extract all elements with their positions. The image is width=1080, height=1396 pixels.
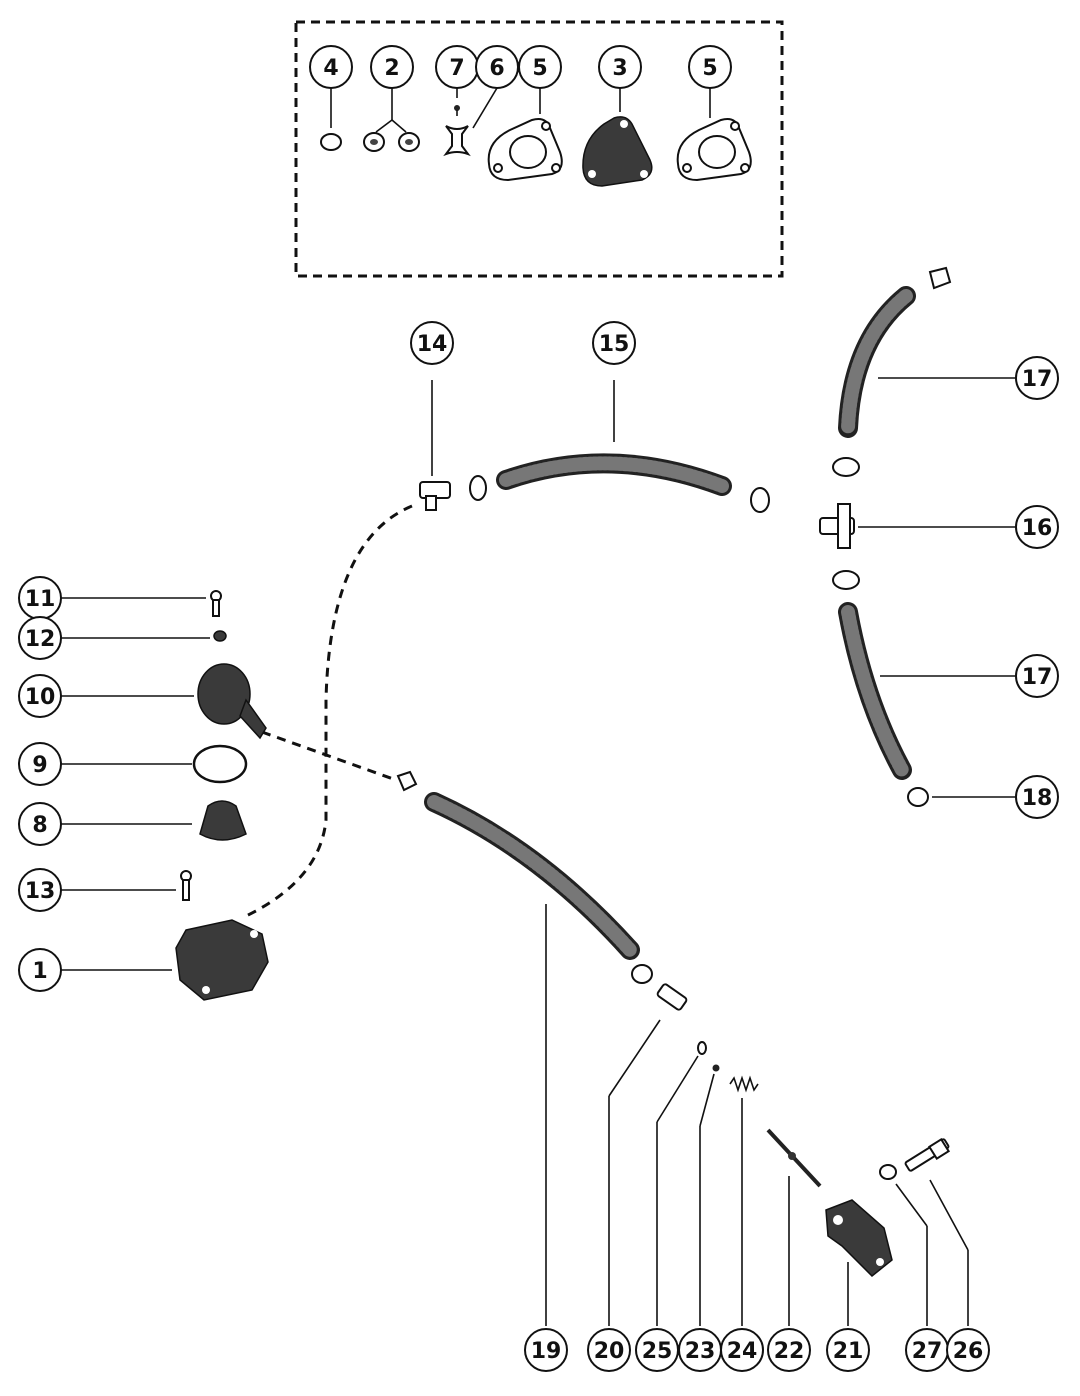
callout-27: 27	[905, 1328, 949, 1372]
callout-21-label: 21	[833, 1339, 864, 1364]
part-18-clamp	[907, 787, 1018, 807]
callout-4-label: 4	[323, 56, 338, 81]
callout-14-label: 14	[417, 332, 448, 357]
callout-18: 18	[1015, 775, 1059, 819]
part-10-cover	[60, 663, 267, 740]
callout-25-label: 25	[642, 1339, 673, 1364]
hose-15	[496, 380, 732, 496]
callout-3-label: 3	[612, 56, 627, 81]
callout-23-label: 23	[685, 1339, 716, 1364]
hose-19	[424, 792, 640, 1326]
callout-19: 19	[524, 1328, 568, 1372]
part-22-needle	[766, 1128, 822, 1326]
callout-24-label: 24	[727, 1339, 758, 1364]
part-27-washer	[879, 1164, 928, 1326]
callout-26-label: 26	[953, 1339, 984, 1364]
hose-17-lower	[838, 602, 1018, 780]
callout-3: 3	[598, 45, 642, 89]
dashed-line-10-to-19	[261, 730, 397, 782]
callout-16: 16	[1015, 505, 1059, 549]
part-20-fitting	[608, 983, 688, 1326]
callout-2-label: 2	[384, 56, 399, 81]
callout-9-label: 9	[32, 753, 47, 778]
callout-25: 25	[635, 1328, 679, 1372]
callout-1-label: 1	[32, 959, 47, 984]
part-26-bolt	[904, 1137, 969, 1326]
part-25-seat	[656, 1041, 707, 1326]
part-8-filter	[60, 800, 247, 841]
callout-22-label: 22	[774, 1339, 805, 1364]
callout-6: 6	[475, 45, 519, 89]
callout-15: 15	[592, 321, 636, 365]
callout-17a: 17	[1015, 356, 1059, 400]
callout-20: 20	[587, 1328, 631, 1372]
callout-24: 24	[720, 1328, 764, 1372]
callout-11-label: 11	[25, 587, 56, 612]
part-1-pump	[60, 919, 269, 1001]
clamp-19-bottom	[631, 964, 653, 984]
callout-1: 1	[18, 948, 62, 992]
callout-17b-label: 17	[1022, 665, 1053, 690]
callout-10-label: 10	[25, 685, 56, 710]
callout-15-label: 15	[599, 332, 630, 357]
part-24-spring	[729, 1075, 759, 1326]
clamp-mid-upper	[832, 457, 860, 477]
part-2-valves	[363, 88, 420, 152]
callout-26: 26	[946, 1328, 990, 1372]
callout-17a-label: 17	[1022, 367, 1053, 392]
callout-8-label: 8	[32, 813, 47, 838]
dashed-line-14-to-1	[245, 504, 413, 918]
callout-13: 13	[18, 868, 62, 912]
part-5-gasket-left	[487, 88, 563, 182]
callout-4: 4	[309, 45, 353, 89]
callout-9: 9	[18, 742, 62, 786]
repair-kit-box	[294, 20, 784, 278]
callout-19-label: 19	[531, 1339, 562, 1364]
callout-11: 11	[18, 576, 62, 620]
part-12-washer	[60, 630, 227, 642]
callout-23: 23	[678, 1328, 722, 1372]
clamp-mid-lower	[832, 570, 860, 590]
callout-14: 14	[410, 321, 454, 365]
part-21-body	[825, 1199, 893, 1326]
callout-22: 22	[767, 1328, 811, 1372]
callout-5a-label: 5	[532, 56, 547, 81]
part-6-retainer	[443, 87, 498, 157]
callout-12: 12	[18, 616, 62, 660]
clamp-left-15	[469, 475, 487, 501]
callout-10: 10	[18, 674, 62, 718]
callout-27-label: 27	[912, 1339, 943, 1364]
callout-20-label: 20	[594, 1339, 625, 1364]
callout-16-label: 16	[1022, 516, 1053, 541]
clamp-right-15	[750, 487, 770, 513]
callout-13-label: 13	[25, 879, 56, 904]
callout-18-label: 18	[1022, 786, 1053, 811]
clamp-19-top	[396, 770, 418, 792]
part-11-screw	[60, 590, 222, 617]
callout-2: 2	[370, 45, 414, 89]
part-16-tee	[819, 503, 1018, 549]
callout-21: 21	[826, 1328, 870, 1372]
part-23-ball	[699, 1064, 720, 1326]
part-3-plate	[582, 88, 653, 187]
part-13-screw	[60, 870, 192, 901]
callout-6-label: 6	[489, 56, 504, 81]
callout-8: 8	[18, 802, 62, 846]
callout-12-label: 12	[25, 627, 56, 652]
callout-17b: 17	[1015, 654, 1059, 698]
callout-5b-label: 5	[702, 56, 717, 81]
part-9-o-ring	[60, 744, 248, 784]
callout-7: 7	[435, 45, 479, 89]
callout-7-label: 7	[449, 56, 464, 81]
clamp-top-17	[928, 266, 952, 290]
callout-5b: 5	[688, 45, 732, 89]
part-14-fitting	[419, 380, 451, 511]
part-4-ring	[320, 88, 342, 151]
part-5-gasket-right	[676, 88, 752, 182]
part-7-screw	[454, 88, 460, 116]
hose-17-upper	[838, 286, 1018, 438]
callout-5a: 5	[518, 45, 562, 89]
